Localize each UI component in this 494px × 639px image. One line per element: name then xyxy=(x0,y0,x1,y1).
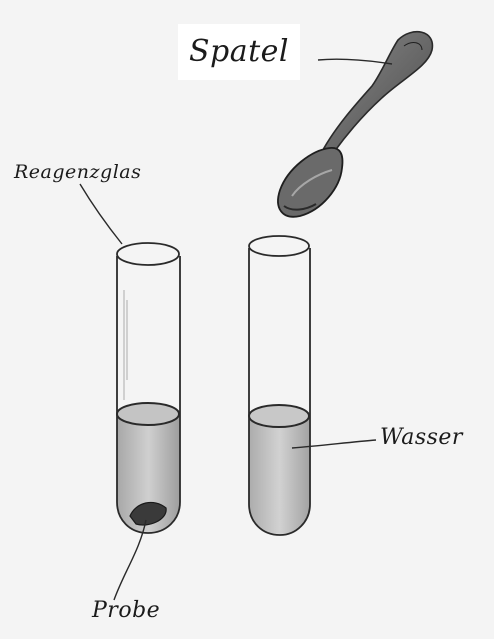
test-tube-right xyxy=(249,236,310,535)
label-reagenzglas: Reagenzglas xyxy=(14,160,141,184)
label-spatel: Spatel xyxy=(178,24,300,80)
label-probe: Probe xyxy=(92,596,160,626)
label-wasser: Wasser xyxy=(380,424,463,452)
reagenzglas-leader-line xyxy=(80,184,122,244)
test-tube-left xyxy=(117,243,180,533)
spatel-leader-line xyxy=(318,59,392,64)
